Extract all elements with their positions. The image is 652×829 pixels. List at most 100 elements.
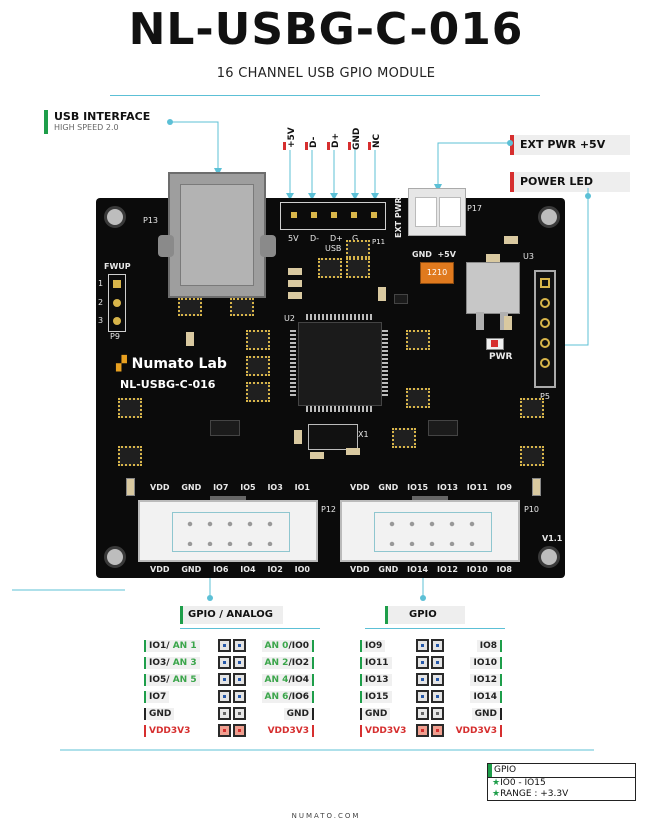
pinout-label-left: IO11 xyxy=(360,657,392,669)
board-version: V1.1 xyxy=(542,534,563,543)
pinout-label-right: IO8 xyxy=(476,640,502,652)
pinout-label-left: IO3/ AN 3 xyxy=(144,657,200,669)
analog-name: AN 3 xyxy=(172,658,197,668)
usb-pin-bottom-label: D+ xyxy=(330,234,343,243)
pinout-label-left: IO15 xyxy=(360,691,392,703)
fwup-header xyxy=(108,274,126,332)
resistor-array xyxy=(520,398,544,418)
smd-component xyxy=(294,430,302,444)
brand-name: Numato Lab xyxy=(131,356,227,372)
separator: / xyxy=(288,675,292,685)
terminal-slot xyxy=(415,197,437,227)
header-outline xyxy=(172,512,290,552)
pin-marker xyxy=(283,142,286,150)
smd-component xyxy=(310,452,324,459)
microcontroller xyxy=(298,322,382,406)
smd-component xyxy=(504,236,518,244)
legend-box: GPIO ★IO0 - IO15 ★RANGE : +3.3V xyxy=(487,763,636,801)
smd-component xyxy=(126,478,135,496)
analog-name: AN 6 xyxy=(264,692,289,702)
crystal xyxy=(308,424,358,450)
resistor-array xyxy=(346,240,370,258)
smd-component xyxy=(378,287,386,301)
pinout-label-right: VDD3V3 xyxy=(264,725,314,737)
right-header-bottom-label: VDD GND IO14 IO12 IO10 IO8 xyxy=(350,565,512,574)
pinout-label-left: IO5/ AN 5 xyxy=(144,674,200,686)
voltage-regulator xyxy=(466,262,520,314)
mounting-hole xyxy=(538,546,560,568)
ref-p17: P17 xyxy=(467,204,483,213)
pin-symbol xyxy=(416,724,429,737)
pinout-label-left: IO7 xyxy=(144,691,170,703)
left-header-bottom-label: VDD GND IO6 IO4 IO2 IO0 xyxy=(150,565,310,574)
pin-symbol xyxy=(218,724,231,737)
pin-marker xyxy=(348,142,351,150)
resistor-array xyxy=(118,446,142,466)
ext-pwr-label: EXT PWR +5V xyxy=(520,138,606,151)
resistor-array xyxy=(118,398,142,418)
usb-pin-label: D- xyxy=(305,118,321,150)
pinout-label-left: GND xyxy=(144,708,175,720)
fwup-pin-number: 1 xyxy=(98,279,104,288)
pin-pad xyxy=(113,280,121,288)
power-led-label: POWER LED xyxy=(520,175,594,188)
header-outline xyxy=(374,512,492,552)
separator: / xyxy=(166,641,173,651)
pin-symbol xyxy=(233,724,246,737)
smd-component xyxy=(288,292,302,299)
pin-symbol xyxy=(233,690,246,703)
header-p5 xyxy=(534,270,556,388)
header-pin-grid xyxy=(180,514,280,546)
pin-symbol xyxy=(218,656,231,669)
ext-pwr-vertical-label: EXT PWR xyxy=(394,197,403,238)
analog-name: AN 5 xyxy=(172,675,197,685)
ic-pins xyxy=(290,330,296,396)
pinout-label-left: IO1/ AN 1 xyxy=(144,640,200,652)
ref-u3: U3 xyxy=(523,252,534,261)
usb-pin-top-labels: +5V D- D+ GND NC xyxy=(283,118,393,152)
pinout-label-right: AN 6/IO6 xyxy=(261,691,314,703)
header-key-notch xyxy=(412,496,448,502)
star-icon: ★ xyxy=(492,778,501,788)
pinout-label-left: IO13 xyxy=(360,674,392,686)
fuse-1210: 1210 xyxy=(420,262,454,284)
power-led xyxy=(486,338,504,350)
pin-symbol xyxy=(431,656,444,669)
ic-pins xyxy=(382,330,388,396)
ref-u2: U2 xyxy=(284,314,295,323)
pinout-label-right: IO10 xyxy=(470,657,502,669)
usb-pin-label: D+ xyxy=(327,118,343,150)
ext-power-connector xyxy=(408,188,466,236)
resistor-array xyxy=(406,330,430,350)
separator: / xyxy=(166,658,173,668)
resistor-array xyxy=(520,446,544,466)
pin-symbol xyxy=(416,673,429,686)
fwup-pin-number: 2 xyxy=(98,298,104,307)
usb-shell-inner xyxy=(180,184,254,286)
pin-pad xyxy=(113,299,121,307)
ext-pwr-callout: EXT PWR +5V xyxy=(510,135,630,155)
pin-symbol xyxy=(416,707,429,720)
page-title: NL-USBG-C-016 xyxy=(128,4,524,55)
pinout-label-right: GND xyxy=(471,708,502,720)
usb-interface-sublabel: HIGH SPEED 2.0 xyxy=(54,123,119,132)
pin-symbol xyxy=(416,639,429,652)
resistor-array xyxy=(346,258,370,278)
smd-component xyxy=(186,332,194,346)
ref-p12: P12 xyxy=(321,505,337,514)
io-name: IO1 xyxy=(149,641,167,651)
pin-symbol xyxy=(431,724,444,737)
usb-interface-label: USB INTERFACE xyxy=(54,110,151,123)
pin-symbol xyxy=(233,656,246,669)
smd-component xyxy=(532,478,541,496)
pin-pad xyxy=(540,278,550,288)
analog-name: AN 2 xyxy=(264,658,289,668)
pin-pad xyxy=(113,317,121,325)
legend-title: GPIO xyxy=(488,764,635,778)
pin-marker xyxy=(305,142,308,150)
ref-p10: P10 xyxy=(524,505,540,514)
page-subtitle: 16 CHANNEL USB GPIO MODULE xyxy=(216,66,436,81)
io-name: VDD3V3 xyxy=(149,726,191,736)
io-name: GND xyxy=(149,709,172,719)
